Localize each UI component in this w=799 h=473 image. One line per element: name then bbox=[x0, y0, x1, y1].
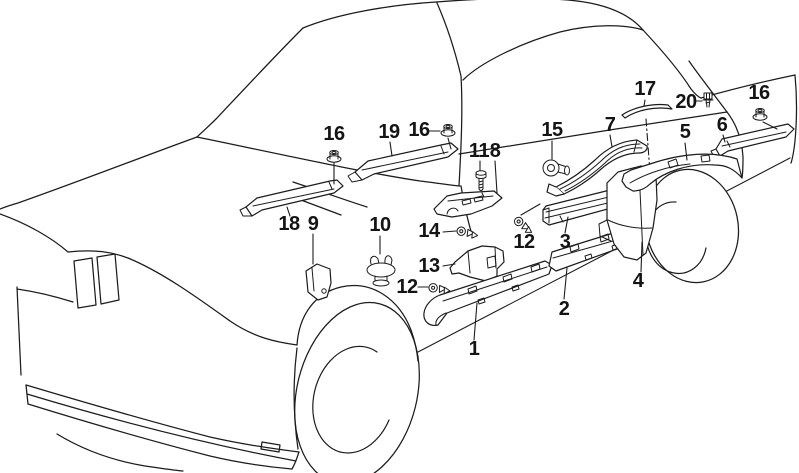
hood-left-edge bbox=[0, 136, 198, 210]
part-9-bracket bbox=[305, 263, 332, 301]
a-pillar-far bbox=[196, 27, 304, 138]
part-18-sill-strip-front-left bbox=[239, 179, 344, 217]
roof-line bbox=[435, 0, 644, 31]
door-window-top bbox=[462, 25, 644, 81]
hex-nut-icon bbox=[752, 108, 768, 121]
fender-front-edge bbox=[293, 347, 299, 450]
fender-top-line bbox=[127, 257, 298, 346]
bumper-rub-strip bbox=[26, 393, 297, 462]
front-wheel bbox=[294, 301, 420, 473]
hex-nut-icon bbox=[440, 124, 456, 137]
part-6-sill-strip-rear bbox=[710, 123, 795, 158]
part-13-bracket bbox=[449, 245, 505, 282]
part-5-rear-arch-trim bbox=[621, 153, 743, 192]
hex-nut-icon bbox=[326, 150, 342, 163]
construction-lines bbox=[417, 118, 791, 353]
c-pillar-outer bbox=[642, 29, 702, 99]
windshield-top bbox=[302, 1, 437, 29]
front-edge-left bbox=[16, 286, 22, 376]
beltline bbox=[458, 111, 728, 155]
spreader-clip-icon bbox=[366, 255, 396, 287]
grille-panel-top bbox=[67, 250, 129, 259]
rear-wheel bbox=[644, 168, 740, 284]
grommet-icon bbox=[542, 159, 570, 177]
a-pillar-near bbox=[436, 2, 463, 187]
part-17-curved-trim-strip bbox=[621, 103, 673, 119]
tow-eye bbox=[260, 441, 281, 453]
front-wheel-arch bbox=[296, 285, 419, 362]
bumper-bottom bbox=[27, 403, 293, 470]
cowl-line bbox=[196, 136, 461, 187]
callout-leader-lines bbox=[286, 99, 778, 341]
expansion-clip-icon bbox=[512, 215, 535, 237]
c-pillar-inner bbox=[688, 60, 728, 113]
part-1-sill-trim-front bbox=[423, 260, 553, 326]
bumper-top bbox=[25, 384, 300, 453]
part-19-sill-strip-rear-left bbox=[347, 142, 459, 183]
crown-screw-icon bbox=[702, 92, 714, 108]
headlight-line bbox=[16, 288, 74, 303]
air-dam bbox=[56, 433, 184, 472]
hood-front-corner bbox=[0, 213, 69, 253]
expansion-clip-icon bbox=[455, 225, 480, 241]
screw-icon bbox=[475, 170, 487, 191]
rear-fender-edge bbox=[726, 111, 744, 179]
rear-deck-line bbox=[700, 74, 796, 99]
kidney-grille-right bbox=[96, 253, 120, 305]
kidney-grille-left bbox=[73, 257, 97, 309]
shoulder-line-a bbox=[292, 181, 368, 208]
part-8-entrance-cover bbox=[433, 190, 503, 218]
trunk-edge bbox=[790, 74, 798, 164]
part-7-channel-cover bbox=[546, 139, 648, 197]
